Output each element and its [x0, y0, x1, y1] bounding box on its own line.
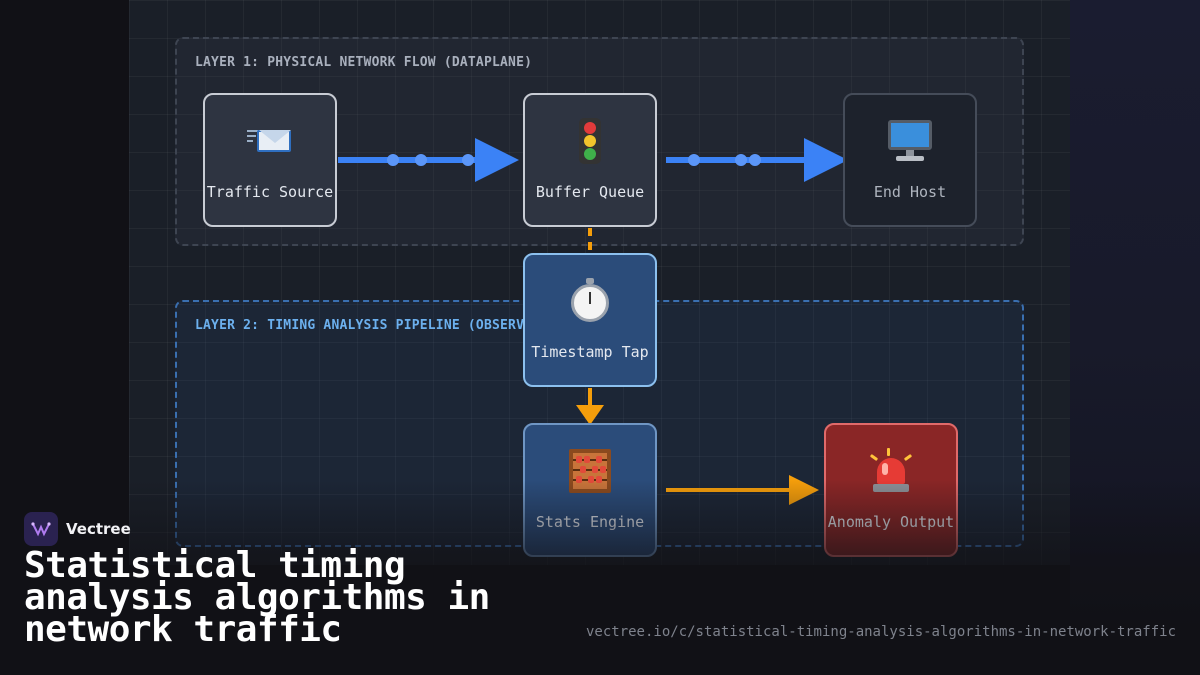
page-title: Statistical timing analysis algorithms i…	[24, 545, 490, 650]
incoming-envelope-icon	[247, 117, 293, 165]
brand-name: Vectree	[66, 520, 131, 538]
node-label: Stats Engine	[535, 513, 645, 531]
layer-1-label: LAYER 1: PHYSICAL NETWORK FLOW (DATAPLAN…	[195, 55, 533, 70]
node-buffer-queue[interactable]: Buffer Queue	[523, 93, 657, 227]
node-end-host[interactable]: End Host	[843, 93, 977, 227]
desktop-computer-icon	[888, 117, 932, 165]
node-label: Buffer Queue	[535, 183, 645, 201]
stopwatch-icon	[569, 277, 611, 325]
layer-2-label: LAYER 2: TIMING ANALYSIS PIPELINE (OBSER…	[195, 318, 533, 333]
page-url[interactable]: vectree.io/c/statistical-timing-analysis…	[585, 624, 1176, 640]
edge-tap-to-stats	[576, 388, 604, 425]
abacus-icon	[569, 447, 611, 495]
vectree-logo-icon	[24, 512, 58, 546]
node-stats-engine[interactable]: Stats Engine	[523, 423, 657, 557]
police-light-icon	[868, 447, 914, 495]
node-label: End Host	[873, 183, 947, 201]
node-traffic-source[interactable]: Traffic Source	[203, 93, 337, 227]
node-anomaly-output[interactable]: Anomaly Output	[824, 423, 958, 557]
node-timestamp-tap[interactable]: Timestamp Tap	[523, 253, 657, 387]
node-label: Traffic Source	[206, 183, 334, 201]
node-label: Timestamp Tap	[531, 343, 649, 361]
traffic-light-icon	[579, 117, 601, 165]
edge-buffer-to-host	[666, 138, 848, 182]
background-panel-right	[1070, 0, 1200, 675]
diagram-canvas: LAYER 1: PHYSICAL NETWORK FLOW (DATAPLAN…	[129, 0, 1070, 565]
edge-stats-to-anomaly	[666, 475, 819, 505]
node-label: Anomaly Output	[827, 513, 955, 531]
edge-source-to-buffer	[338, 138, 519, 182]
brand[interactable]: Vectree	[24, 512, 131, 546]
